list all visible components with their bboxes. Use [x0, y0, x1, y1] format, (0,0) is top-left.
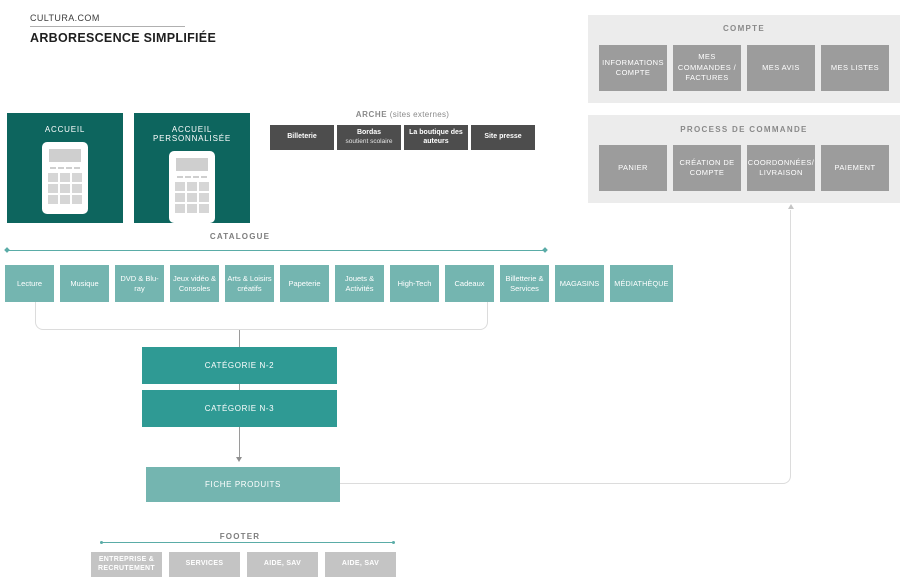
catalogue-label: CATALOGUE: [209, 232, 271, 241]
node-billeterie: Billeterie: [270, 125, 334, 150]
node-informations-compte: INFORMATIONS COMPTE: [599, 45, 667, 91]
footer-nodes: ENTREPRISE & RECRUTEMENT SERVICES AIDE, …: [91, 552, 396, 577]
process-nodes: PANIER CRÉATION DE COMPTE COORDONNÉES/ L…: [599, 145, 889, 191]
process-panel: PROCESS DE COMMANDE PANIER CRÉATION DE C…: [588, 115, 900, 203]
node-services: SERVICES: [169, 552, 240, 577]
node-paiement: PAIEMENT: [821, 145, 889, 191]
connector-bracket-to-n2: [239, 330, 240, 347]
catalogue-nodes: Lecture Musique DVD & Blu-ray Jeux vidéo…: [5, 265, 673, 302]
site-name: CULTURA.COM: [30, 13, 100, 23]
arrow-down-icon: [236, 457, 242, 462]
node-fiche-produits: FICHE PRODUITS: [146, 467, 340, 502]
connector-n2-to-n3: [239, 384, 240, 390]
header-divider: [30, 26, 185, 27]
node-coordonnees-livraison: COORDONNÉES/ LIVRAISON: [747, 145, 815, 191]
node-mes-avis: MES AVIS: [747, 45, 815, 91]
node-magasins: MAGASINS: [555, 265, 604, 302]
compte-panel-title: COMPTE: [722, 24, 766, 33]
arche-title: ARCHE (sites externes): [270, 110, 535, 119]
node-high-tech: High-Tech: [390, 265, 439, 302]
node-musique: Musique: [60, 265, 109, 302]
node-cadeaux: Cadeaux: [445, 265, 494, 302]
catalogue-line-end-left: [4, 247, 10, 253]
catalogue-bracket-connector: [35, 302, 488, 330]
node-site-presse: Site presse: [471, 125, 535, 150]
node-arts-loisirs-creatifs: Arts & Loisirs créatifs: [225, 265, 274, 302]
node-jeux-video-consoles: Jeux vidéo & Consoles: [170, 265, 219, 302]
node-mediatheque: MÉDIATHÈQUE: [610, 265, 673, 302]
footer-line-end-right: [392, 541, 395, 544]
homepage-wireframe-icon: [42, 142, 88, 214]
node-aide-sav-1: AIDE, SAV: [247, 552, 318, 577]
catalogue-span-line: [7, 250, 545, 251]
compte-nodes: INFORMATIONS COMPTE MES COMMANDES / FACT…: [599, 45, 889, 91]
page-title: ARBORESCENCE SIMPLIFIÉE: [30, 31, 217, 45]
process-panel-title: PROCESS DE COMMANDE: [680, 125, 808, 134]
node-accueil: ACCUEIL: [7, 113, 123, 223]
node-mes-listes: MES LISTES: [821, 45, 889, 91]
footer-line-end-left: [100, 541, 103, 544]
arche-title-normal: (sites externes): [387, 110, 450, 119]
node-jouets-activites: Jouets & Activités: [335, 265, 384, 302]
arche-nodes: Billeterie Bordas soutient scolaire La b…: [270, 125, 535, 150]
node-mes-commandes-factures: MES COMMANDES / FACTURES: [673, 45, 741, 91]
compte-panel: COMPTE INFORMATIONS COMPTE MES COMMANDES…: [588, 15, 900, 103]
accueil-label: ACCUEIL: [44, 125, 86, 134]
node-categorie-n3: CATÉGORIE N-3: [142, 390, 337, 427]
node-creation-de-compte: CRÉATION DE COMPTE: [673, 145, 741, 191]
node-accueil-personnalisee: ACCUEIL PERSONNALISÉE: [134, 113, 250, 223]
arrow-up-icon: [788, 204, 794, 209]
node-lecture: Lecture: [5, 265, 54, 302]
footer-label: FOOTER: [219, 532, 261, 541]
node-categorie-n2: CATÉGORIE N-2: [142, 347, 337, 384]
connector-fiche-to-process: [340, 210, 791, 484]
connector-n3-to-fiche: [239, 426, 240, 457]
node-dvd-bluray: DVD & Blu-ray: [115, 265, 164, 302]
homepage-wireframe-icon: [169, 151, 215, 223]
node-billetterie-services: Billetterie & Services: [500, 265, 549, 302]
node-papeterie: Papeterie: [280, 265, 329, 302]
node-entreprise-recrutement: ENTREPRISE & RECRUTEMENT: [91, 552, 162, 577]
node-bordas: Bordas soutient scolaire: [337, 125, 401, 150]
arche-title-strong: ARCHE: [355, 110, 388, 119]
footer-span-line: [102, 542, 393, 543]
node-aide-sav-2: AIDE, SAV: [325, 552, 396, 577]
accueil-personnalisee-label: ACCUEIL PERSONNALISÉE: [153, 125, 231, 143]
node-boutique-des-auteurs: La boutique des auteurs: [404, 125, 468, 150]
node-panier: PANIER: [599, 145, 667, 191]
